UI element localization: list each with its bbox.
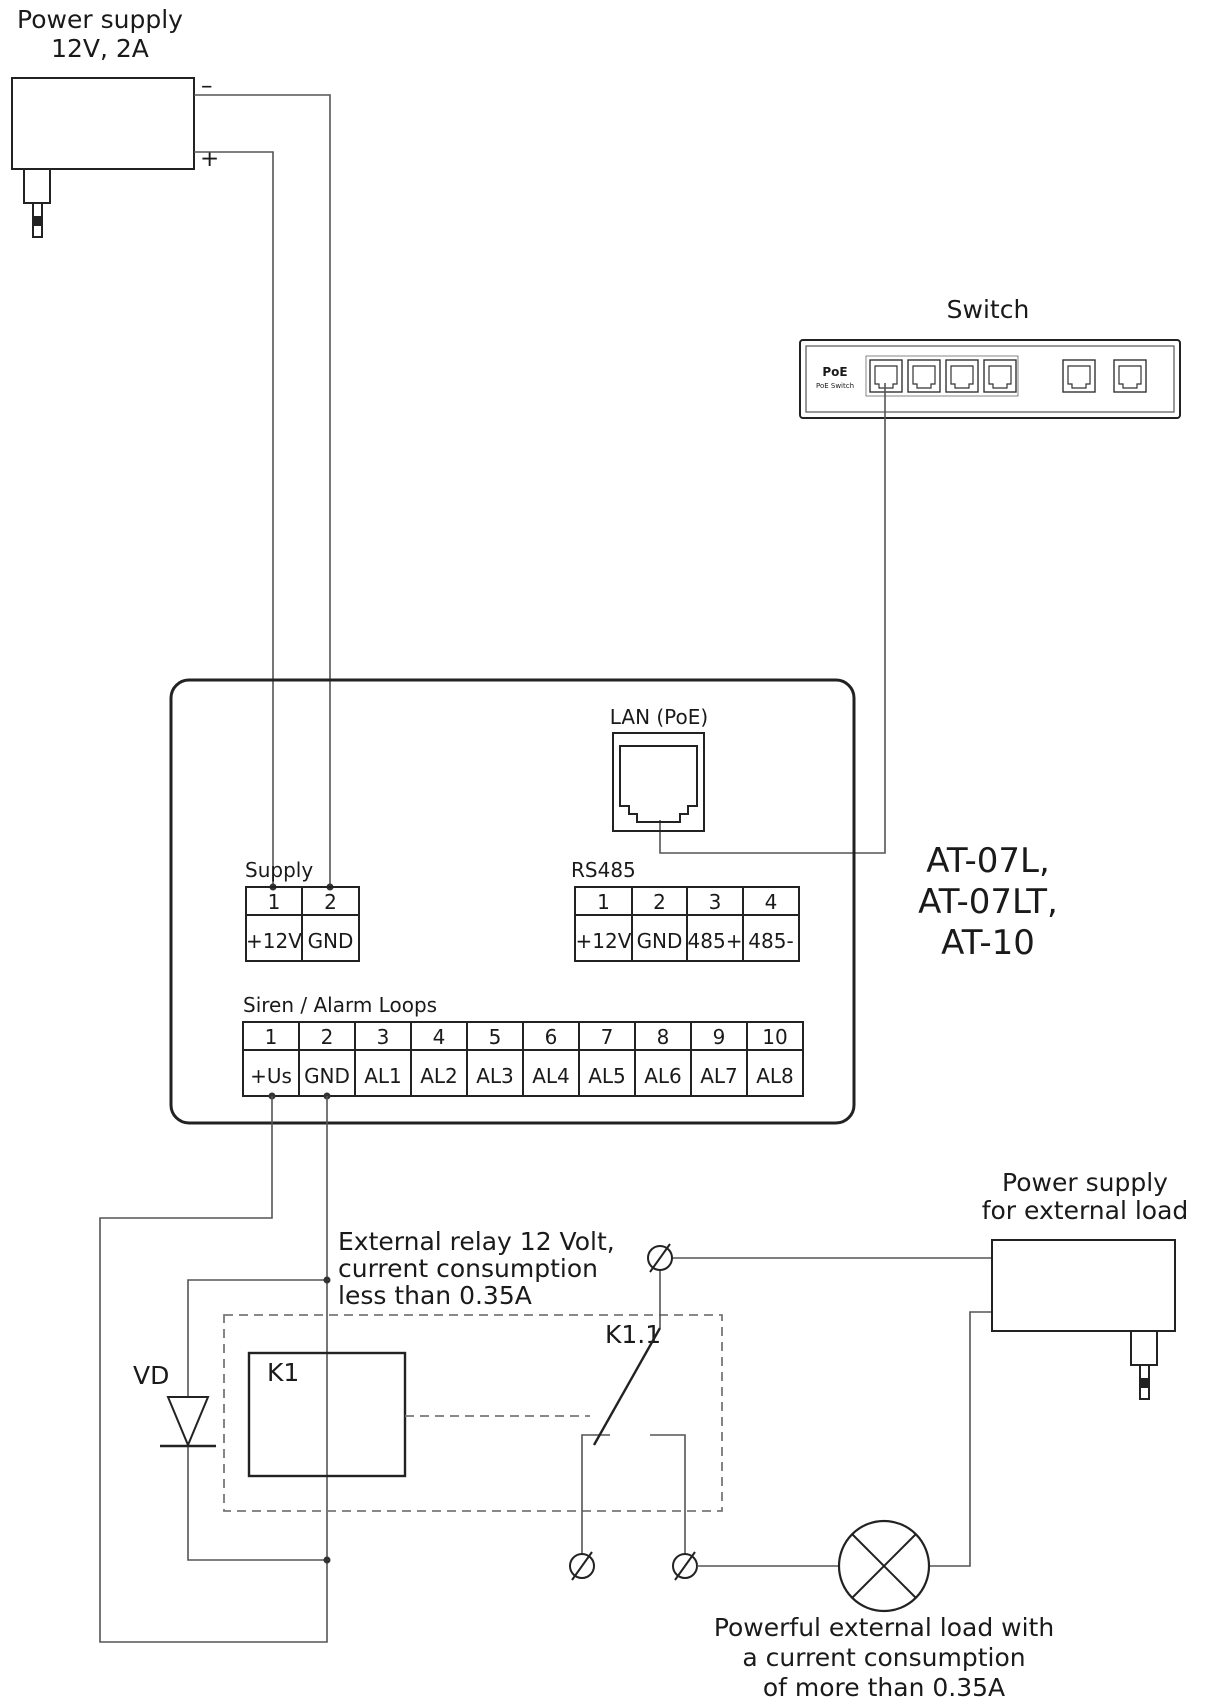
siren-pin-label: AL7 bbox=[700, 1064, 738, 1088]
rj45-port-icon bbox=[945, 359, 979, 393]
supply-pin-label: +12V bbox=[246, 929, 302, 953]
siren-pin-number: 3 bbox=[377, 1025, 390, 1049]
lan-port-label: LAN (PoE) bbox=[610, 705, 708, 729]
external-supply-title-1: Power supply bbox=[1002, 1168, 1168, 1197]
wire-us-to-coil bbox=[99, 1096, 328, 1643]
terminal-icon bbox=[569, 1551, 595, 1581]
wire-psu-plus-to-12v bbox=[194, 151, 274, 887]
wire-lan bbox=[659, 383, 886, 854]
siren-pin-label: AL8 bbox=[756, 1064, 794, 1088]
terminal-icon bbox=[672, 1551, 698, 1581]
device-enclosure bbox=[169, 678, 856, 1125]
junction-dot bbox=[323, 1276, 331, 1284]
siren-pin-number: 4 bbox=[433, 1025, 446, 1049]
model-label-2: AT-07LT, bbox=[918, 882, 1058, 922]
relay-note-2: current consumption bbox=[338, 1254, 598, 1283]
siren-pin-number: 8 bbox=[657, 1025, 670, 1049]
load-note-3: of more than 0.35A bbox=[763, 1673, 1005, 1702]
supply-terminal-title: Supply bbox=[245, 858, 313, 882]
supply-pin-number: 2 bbox=[324, 890, 337, 914]
model-label-1: AT-07L, bbox=[926, 841, 1050, 881]
siren-pin-label: AL3 bbox=[476, 1064, 514, 1088]
external-supply-title-2: for external load bbox=[982, 1196, 1189, 1225]
relay-coil-label: K1 bbox=[267, 1358, 299, 1387]
junction-dot bbox=[323, 1556, 331, 1564]
siren-pin-number: 10 bbox=[762, 1025, 787, 1049]
load-note-2: a current consumption bbox=[742, 1643, 1025, 1672]
rs485-pin-number: 3 bbox=[709, 890, 722, 914]
rj45-port-icon bbox=[983, 359, 1017, 393]
rj45-port-icon bbox=[1062, 359, 1096, 393]
siren-pin-label: +Us bbox=[250, 1064, 292, 1088]
model-label-3: AT-10 bbox=[941, 923, 1035, 963]
terminal-icon bbox=[647, 1243, 673, 1273]
siren-terminal-title: Siren / Alarm Loops bbox=[243, 993, 437, 1017]
wire-diode-loop bbox=[187, 1279, 327, 1561]
lan-port: LAN (PoE) bbox=[610, 705, 708, 832]
switch-title: Switch bbox=[947, 295, 1030, 324]
rs485-pin-number: 2 bbox=[653, 890, 666, 914]
switch-body bbox=[799, 339, 1181, 419]
siren-pin-label: AL1 bbox=[364, 1064, 402, 1088]
siren-label-cell bbox=[746, 1049, 804, 1097]
rj45-port-icon bbox=[1113, 359, 1147, 393]
supply-pin-number: 1 bbox=[268, 890, 281, 914]
switch-brand-sub: PoE Switch bbox=[816, 382, 854, 390]
relay-coil bbox=[247, 1351, 407, 1478]
siren-pin-number: 7 bbox=[601, 1025, 614, 1049]
supply-pin-label: GND bbox=[308, 929, 354, 953]
siren-pin-number: 6 bbox=[545, 1025, 558, 1049]
rj45-port-icon bbox=[869, 359, 903, 393]
rs485-pin-label: GND bbox=[637, 929, 683, 953]
relay-note-1: External relay 12 Volt, bbox=[338, 1227, 615, 1256]
rj45-port-icon bbox=[907, 359, 941, 393]
rs485-terminal-title: RS485 bbox=[571, 858, 636, 882]
external-power-supply: Power supply for external load bbox=[982, 1168, 1189, 1400]
wire-load-to-supply bbox=[929, 1311, 992, 1567]
relay-note-3: less than 0.35A bbox=[338, 1281, 532, 1310]
plug-icon bbox=[23, 168, 51, 238]
power-supply-minus: – bbox=[201, 73, 213, 99]
power-supply-12v: Power supply 12V, 2A – + bbox=[11, 5, 219, 238]
lan-port-frame bbox=[612, 732, 705, 832]
relay-contact bbox=[581, 1257, 992, 1559]
power-supply-rating: 12V, 2A bbox=[51, 34, 149, 63]
wire-psu-minus-to-gnd bbox=[194, 94, 331, 887]
load-note-1: Powerful external load with bbox=[714, 1613, 1054, 1642]
power-supply-title: Power supply bbox=[17, 5, 183, 34]
siren-pin-label: GND bbox=[304, 1064, 350, 1088]
siren-pin-number: 5 bbox=[489, 1025, 502, 1049]
switch-ports bbox=[865, 355, 1147, 397]
poe-switch: Switch PoE PoE Switch bbox=[799, 295, 1181, 419]
relay-boundary bbox=[223, 1314, 723, 1512]
switch-brand: PoE bbox=[822, 365, 847, 379]
rs485-pin-label: 485+ bbox=[688, 929, 743, 953]
lamp-icon bbox=[837, 1519, 931, 1613]
diode-icon bbox=[160, 1396, 216, 1448]
relay-contact-label: K1.1 bbox=[605, 1320, 661, 1349]
rs485-pin-number: 4 bbox=[765, 890, 778, 914]
rj45-socket-icon bbox=[619, 745, 698, 823]
rs485-label-cell bbox=[742, 914, 800, 962]
rs485-pin-number: 1 bbox=[597, 890, 610, 914]
plug-icon bbox=[1130, 1330, 1158, 1400]
siren-pin-number: 2 bbox=[321, 1025, 334, 1049]
siren-pin-label: AL5 bbox=[588, 1064, 626, 1088]
siren-pin-number: 1 bbox=[265, 1025, 278, 1049]
rs485-pin-label: +12V bbox=[576, 929, 632, 953]
power-supply-body bbox=[11, 77, 195, 170]
siren-pin-number: 9 bbox=[713, 1025, 726, 1049]
siren-pin-label: AL4 bbox=[532, 1064, 570, 1088]
power-supply-plus: + bbox=[200, 146, 219, 172]
siren-pin-label: AL6 bbox=[644, 1064, 682, 1088]
supply-label-cell bbox=[301, 914, 360, 962]
siren-pin-label: AL2 bbox=[420, 1064, 458, 1088]
rs485-pin-label: 485- bbox=[748, 929, 793, 953]
diode-label: VD bbox=[133, 1361, 169, 1390]
external-supply-body bbox=[991, 1239, 1176, 1332]
